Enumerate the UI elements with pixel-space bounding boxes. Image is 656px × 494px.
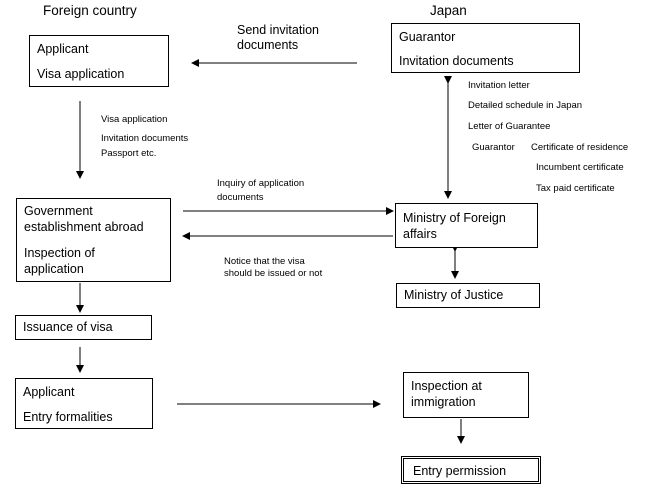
issuance-of-visa-box: Issuance of visa [15, 315, 152, 340]
doc-visa-application: Visa application [101, 114, 168, 125]
notice-label-2: should be issued or not [224, 268, 323, 279]
doc-invitation-letter: Invitation letter [468, 80, 530, 91]
doc-certificate-of-residence: Certificate of residence [531, 142, 629, 153]
applicant-visa-box: Applicant Visa application [29, 35, 169, 87]
doc-guarantor: Guarantor [472, 142, 515, 153]
mofa-line2: affairs [403, 227, 437, 241]
send-invitation-label: Send invitation [237, 23, 320, 37]
doc-letter-of-guarantee: Letter of Guarantee [468, 121, 551, 132]
doc-incumbent-certificate: Incumbent certificate [536, 162, 624, 173]
immigration-line2: immigration [411, 395, 476, 409]
header-japan: Japan [430, 3, 467, 18]
gov-line3: Inspection of [24, 246, 95, 260]
inquiry-label: Inquiry of application [217, 178, 305, 189]
entry-formalities-label: Entry formalities [23, 410, 113, 424]
guarantor-label: Guarantor [399, 30, 456, 44]
send-invitation-documents-label: documents [237, 38, 299, 52]
header-foreign-country: Foreign country [43, 3, 137, 18]
applicant-label: Applicant [37, 42, 89, 56]
doc-detailed-schedule: Detailed schedule in Japan [468, 100, 583, 111]
applicant-bottom-label: Applicant [23, 385, 75, 399]
inspection-immigration-box: Inspection at immigration [403, 372, 529, 418]
applicant-entry-box: Applicant Entry formalities [15, 378, 153, 429]
immigration-line1: Inspection at [411, 379, 482, 393]
government-establishment-box: Government establishment abroad Inspecti… [16, 198, 171, 282]
entry-permission-label: Entry permission [413, 464, 507, 478]
ministry-justice-box: Ministry of Justice [396, 283, 540, 308]
notice-label: Notice that the visa [224, 256, 305, 267]
gov-line2: establishment abroad [24, 220, 144, 234]
ministry-foreign-affairs-box: Ministry of Foreign affairs [395, 203, 538, 248]
inquiry-documents-label: documents [217, 192, 264, 203]
issuance-label: Issuance of visa [23, 320, 113, 334]
guarantor-box: Guarantor Invitation documents [391, 23, 580, 73]
invitation-documents-label: Invitation documents [399, 54, 514, 68]
doc-invitation-documents: Invitation documents [101, 133, 189, 144]
doc-passport: Passport etc. [101, 148, 157, 159]
moj-label: Ministry of Justice [404, 288, 504, 302]
gov-line4: application [24, 262, 84, 276]
doc-tax-paid-certificate: Tax paid certificate [536, 183, 615, 194]
entry-permission-box: Entry permission [401, 456, 541, 484]
mofa-line1: Ministry of Foreign [403, 211, 506, 225]
gov-line1: Government [24, 204, 93, 218]
visa-application-label: Visa application [37, 67, 125, 81]
